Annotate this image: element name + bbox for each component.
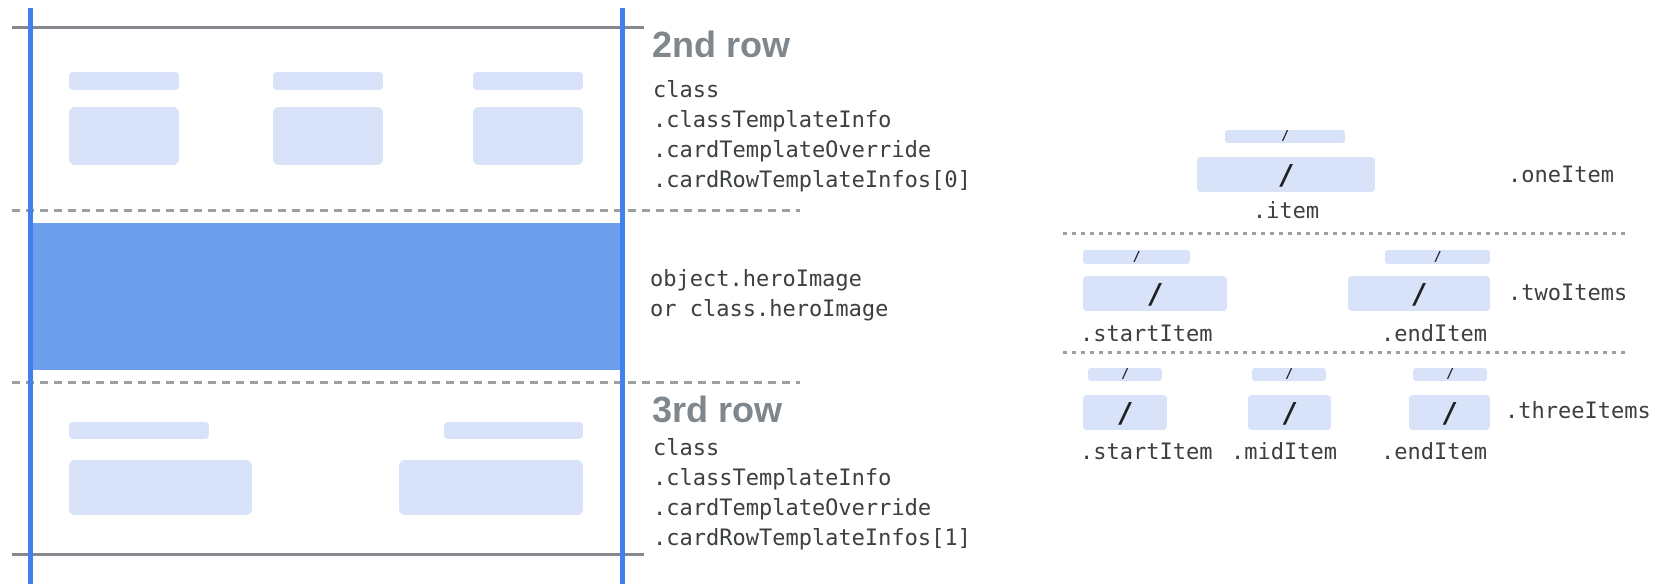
item-name-label: .startItem bbox=[1080, 322, 1213, 347]
code-line: .cardRowTemplateInfos[0] bbox=[653, 168, 971, 193]
row2-code-block: class .classTemplateInfo .cardTemplateOv… bbox=[653, 76, 971, 196]
slash-glyph: / bbox=[1121, 367, 1129, 382]
item-label-bar: / bbox=[1083, 250, 1190, 264]
slash-glyph: / bbox=[1277, 157, 1295, 191]
code-line: .cardTemplateOverride bbox=[653, 496, 932, 521]
slash-glyph: / bbox=[1441, 395, 1458, 429]
slash-glyph: / bbox=[1410, 276, 1428, 310]
row2-label-placeholder bbox=[273, 72, 383, 90]
card-left-border-line bbox=[28, 8, 33, 584]
row-name-label: .twoItems bbox=[1508, 281, 1628, 306]
item-name-label: .item bbox=[1252, 199, 1320, 224]
row-name-label: .threeItems bbox=[1505, 399, 1651, 424]
slash-glyph: / bbox=[1146, 276, 1164, 310]
slash-glyph: / bbox=[1281, 395, 1298, 429]
item-value-bar: / bbox=[1197, 157, 1375, 192]
row3-label-placeholder bbox=[444, 422, 583, 439]
item-name-label: .endItem bbox=[1381, 440, 1487, 465]
item-name-label: .startItem bbox=[1080, 440, 1213, 465]
item-name-label: .midItem bbox=[1231, 440, 1337, 465]
code-line: .classTemplateInfo bbox=[653, 108, 892, 133]
items-divider-dashed-line bbox=[1063, 351, 1630, 354]
code-line: or class.heroImage bbox=[650, 297, 889, 322]
items-divider-dashed-line bbox=[1063, 232, 1630, 235]
slash-glyph: / bbox=[1285, 367, 1293, 382]
code-line: .cardRowTemplateInfos[1] bbox=[653, 526, 971, 551]
item-value-bar: / bbox=[1083, 395, 1167, 430]
row-divider-dashed-line bbox=[12, 381, 800, 384]
item-label-bar: / bbox=[1385, 250, 1490, 264]
row-name-label: .oneItem bbox=[1508, 163, 1614, 188]
slash-glyph: / bbox=[1116, 395, 1134, 429]
code-line: .cardTemplateOverride bbox=[653, 138, 932, 163]
hero-code-block: object.heroImage or class.heroImage bbox=[650, 265, 888, 325]
item-label-bar: / bbox=[1225, 130, 1345, 143]
code-line: class bbox=[653, 78, 720, 103]
row3-label-placeholder bbox=[69, 422, 209, 439]
card-right-border-line bbox=[620, 8, 625, 584]
item-value-bar: / bbox=[1348, 276, 1490, 311]
slash-glyph: / bbox=[1281, 129, 1289, 144]
row2-value-placeholder bbox=[473, 107, 583, 165]
row3-code-block: class .classTemplateInfo .cardTemplateOv… bbox=[653, 434, 971, 554]
row-divider-dashed-line bbox=[12, 209, 800, 212]
item-label-bar: / bbox=[1413, 368, 1487, 381]
hero-image-band bbox=[30, 223, 625, 370]
slash-glyph: / bbox=[1446, 367, 1454, 382]
item-label-bar: / bbox=[1088, 368, 1162, 381]
item-value-bar: / bbox=[1083, 276, 1227, 311]
code-line: .classTemplateInfo bbox=[653, 466, 892, 491]
row2-value-placeholder bbox=[69, 107, 179, 165]
row2-label-placeholder bbox=[473, 72, 583, 90]
item-value-bar: / bbox=[1248, 395, 1331, 430]
card-top-edge-line bbox=[12, 26, 644, 29]
item-value-bar: / bbox=[1409, 395, 1490, 430]
item-name-label: .endItem bbox=[1381, 322, 1487, 347]
code-line: object.heroImage bbox=[650, 267, 862, 292]
card-bottom-edge-line bbox=[12, 553, 644, 556]
row3-heading: 3rd row bbox=[652, 389, 783, 430]
code-line: class bbox=[653, 436, 720, 461]
row3-value-placeholder bbox=[399, 460, 583, 515]
slash-glyph: / bbox=[1132, 249, 1141, 265]
item-label-bar: / bbox=[1252, 368, 1326, 381]
row2-heading: 2nd row bbox=[652, 24, 791, 65]
row3-value-placeholder bbox=[69, 460, 252, 515]
slash-glyph: / bbox=[1433, 249, 1442, 265]
row2-label-placeholder bbox=[69, 72, 179, 90]
row2-value-placeholder bbox=[273, 107, 383, 165]
